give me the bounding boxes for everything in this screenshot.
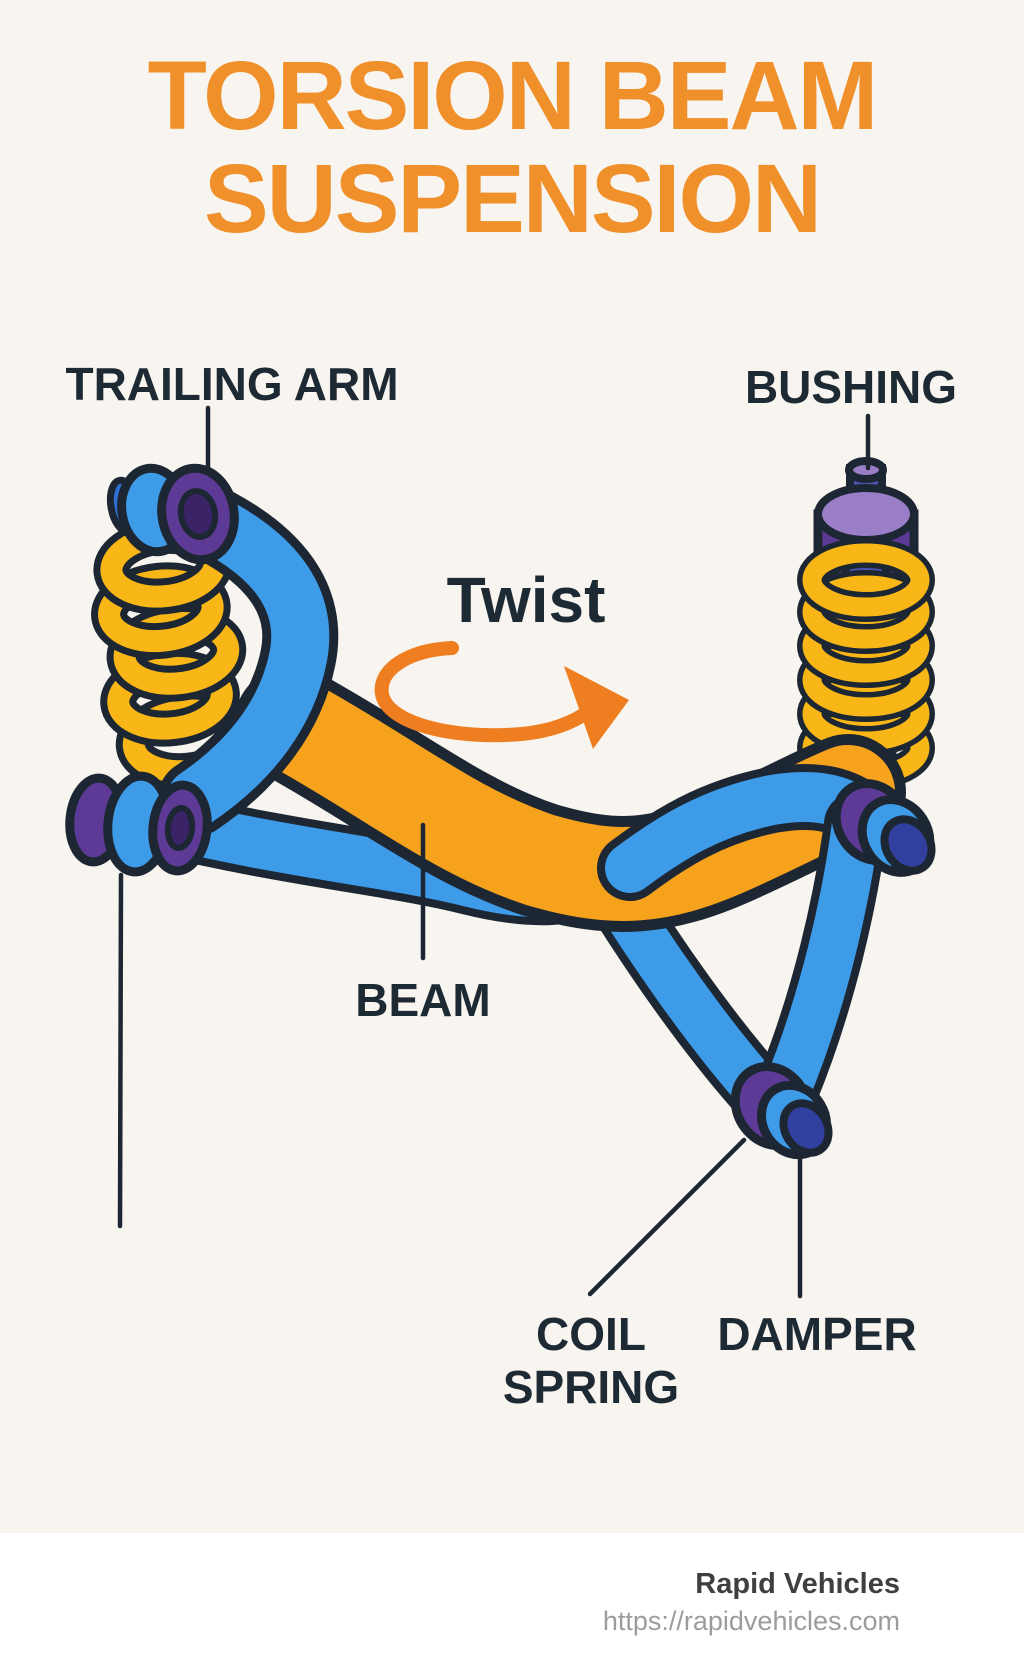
pivot-bushing-front-illustration (65, 771, 212, 877)
label-coil-spring-line2: SPRING (502, 1361, 680, 1413)
damper-and-bushing-illustration (797, 457, 935, 847)
label-twist: Twist (446, 564, 606, 636)
page-title: TORSION BEAM SUSPENSION (0, 44, 1024, 250)
page-title-line1: TORSION BEAM (147, 41, 879, 150)
label-bushing: BUSHING (744, 361, 958, 413)
trailing-arm-illustration (158, 478, 339, 836)
label-coil-spring: COIL SPRING (461, 1308, 721, 1414)
label-beam: BEAM (355, 974, 491, 1026)
label-coil-spring-line1: COIL (536, 1308, 646, 1360)
label-trailing-arm: TRAILING ARM (65, 358, 399, 410)
footer-brand: Rapid Vehicles (695, 1568, 900, 1600)
leader-line-coil-spring (587, 1137, 747, 1297)
footer-url: https://rapidvehicles.com (602, 1606, 900, 1636)
label-damper: DAMPER (717, 1308, 917, 1360)
footer-band (0, 1533, 1024, 1666)
leader-line-front-pivot (117, 872, 124, 1229)
damper-mount-bushing-illustration (730, 1062, 833, 1160)
twist-arrow-icon (374, 641, 629, 749)
page-title-line2: SUSPENSION (203, 144, 822, 253)
arm-end-bushing-illustration (831, 779, 936, 877)
bushing-left-illustration (106, 463, 239, 565)
